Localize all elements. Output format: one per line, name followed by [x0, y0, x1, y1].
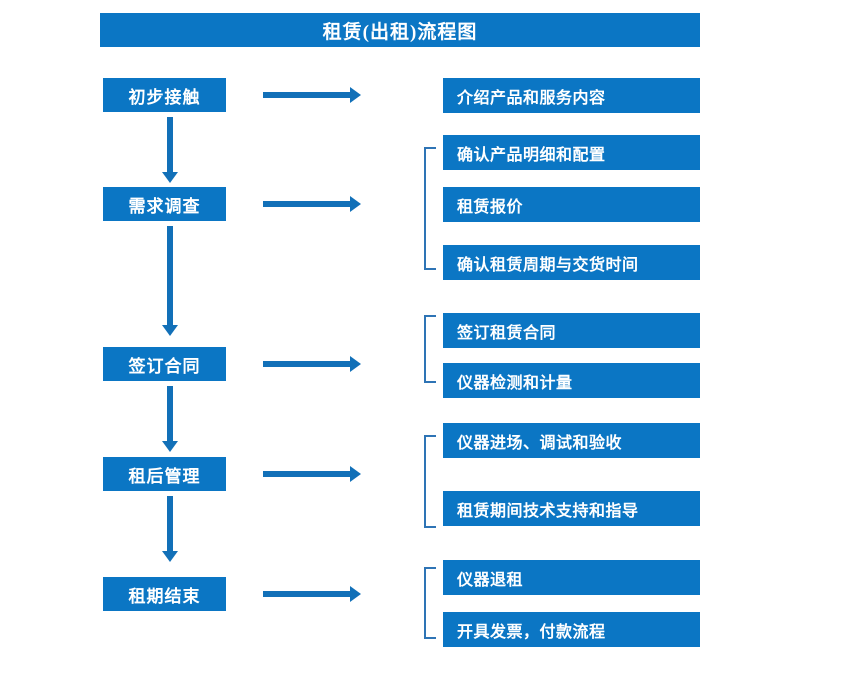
arrow-head: [162, 441, 178, 452]
arrow-head: [162, 325, 178, 336]
arrow-head: [350, 356, 361, 372]
stage-box-4[interactable]: 租后管理: [103, 457, 226, 491]
stage-box-2[interactable]: 需求调查: [103, 187, 226, 221]
arrow-stem: [263, 201, 351, 207]
arrow-stem: [263, 471, 351, 477]
arrow-head: [162, 551, 178, 562]
stage-box-3[interactable]: 签订合同: [103, 347, 226, 381]
group-bracket-2: [424, 147, 436, 270]
arrow-stem: [167, 226, 173, 326]
stage-box-1[interactable]: 初步接触: [103, 78, 226, 112]
detail-box-1[interactable]: 介绍产品和服务内容: [443, 78, 700, 113]
stage-box-5[interactable]: 租期结束: [103, 577, 226, 611]
arrow-head: [350, 87, 361, 103]
detail-box-8[interactable]: 租赁期间技术支持和指导: [443, 491, 700, 526]
right-arrow-icon-1: [263, 87, 361, 103]
detail-box-7[interactable]: 仪器进场、调试和验收: [443, 423, 700, 458]
arrow-stem: [263, 361, 351, 367]
detail-box-9[interactable]: 仪器退租: [443, 560, 700, 595]
detail-box-5[interactable]: 签订租赁合同: [443, 313, 700, 348]
group-bracket-4: [424, 435, 436, 528]
down-arrow-icon-2: [162, 226, 178, 336]
down-arrow-icon-1: [162, 117, 178, 183]
arrow-stem: [167, 386, 173, 442]
arrow-stem: [167, 117, 173, 173]
right-arrow-icon-5: [263, 586, 361, 602]
detail-box-3[interactable]: 租赁报价: [443, 187, 700, 222]
arrow-stem: [263, 591, 351, 597]
down-arrow-icon-4: [162, 496, 178, 562]
detail-box-2[interactable]: 确认产品明细和配置: [443, 135, 700, 170]
detail-box-6[interactable]: 仪器检测和计量: [443, 363, 700, 398]
chart-title: 租赁(出租)流程图: [100, 13, 700, 47]
group-bracket-5: [424, 567, 436, 639]
right-arrow-icon-4: [263, 466, 361, 482]
arrow-head: [350, 586, 361, 602]
group-bracket-3: [424, 315, 436, 383]
right-arrow-icon-2: [263, 196, 361, 212]
down-arrow-icon-3: [162, 386, 178, 452]
right-arrow-icon-3: [263, 356, 361, 372]
arrow-stem: [263, 92, 351, 98]
detail-box-10[interactable]: 开具发票，付款流程: [443, 612, 700, 647]
arrow-head: [350, 466, 361, 482]
detail-box-4[interactable]: 确认租赁周期与交货时间: [443, 245, 700, 280]
arrow-stem: [167, 496, 173, 552]
arrow-head: [350, 196, 361, 212]
arrow-head: [162, 172, 178, 183]
